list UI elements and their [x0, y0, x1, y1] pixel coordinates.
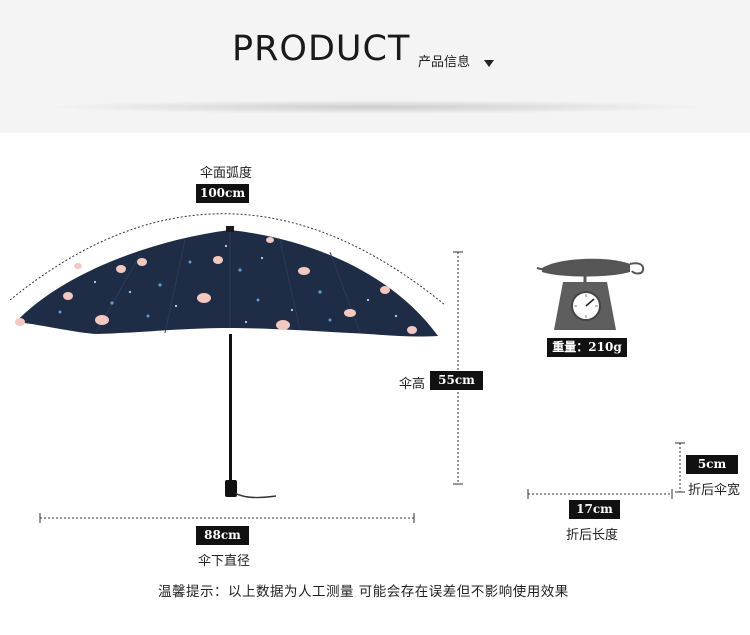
umbrella-image [15, 226, 438, 499]
folded-length-label: 折后长度 [566, 528, 619, 543]
header-band [0, 0, 750, 133]
folded-width-value-tag: 5cm [686, 455, 738, 474]
page-title: PRODUCT [232, 29, 411, 69]
header-shadow [40, 100, 710, 114]
folded-length-dimension-line [527, 489, 673, 499]
page-subtitle: 产品信息 [418, 55, 471, 70]
weight-value-tag: 重量：210g [547, 338, 627, 357]
arc-label: 伞面弧度 [200, 166, 253, 181]
folded-length-value-tag: 17cm [569, 500, 620, 519]
height-value-tag: 55cm [430, 371, 483, 390]
footer-note: 温馨提示：以上数据为人工测量 可能会存在误差但不影响使用效果 [158, 584, 569, 600]
diameter-dimension-line [39, 513, 415, 523]
diameter-label: 伞下直径 [198, 554, 251, 569]
scale-icon [536, 258, 645, 330]
umbrella-canopy [16, 230, 438, 337]
arc-value-tag: 100cm [196, 184, 249, 203]
diameter-value-tag: 88cm [196, 526, 249, 545]
height-label: 伞高 [399, 377, 426, 392]
folded-width-label: 折后伞宽 [688, 483, 741, 498]
arc-dimension-line [9, 213, 446, 306]
folded-width-dimension-line [675, 442, 685, 493]
caret-down-icon [484, 60, 494, 67]
height-dimension-line [453, 251, 463, 485]
